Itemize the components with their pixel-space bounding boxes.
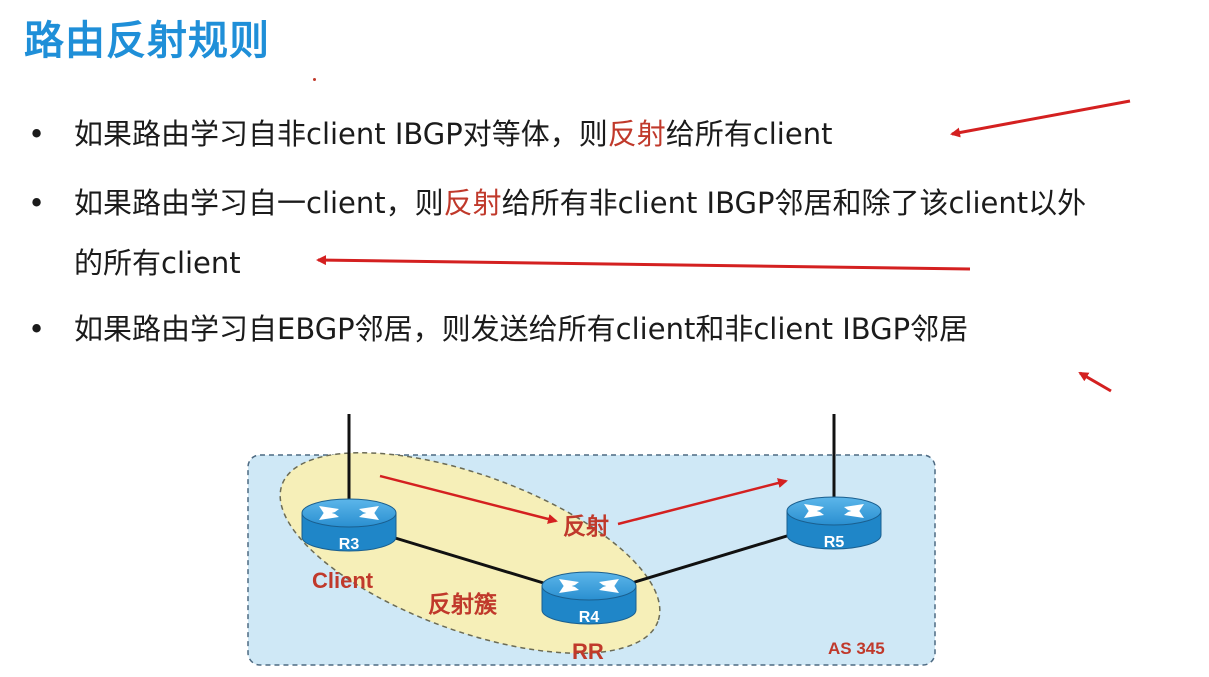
reflect-arrow-out bbox=[617, 478, 788, 526]
bullet-text: 如果路由学习自一client，则反射给所有非client IBGP邻居和除了该c… bbox=[74, 173, 1086, 293]
as-label: AS 345 bbox=[828, 639, 885, 658]
page-title: 路由反射规则 bbox=[24, 18, 270, 64]
router-label-r5: R5 bbox=[824, 534, 845, 551]
annotation-arrow-1 bbox=[950, 99, 1131, 138]
bullet-marker: • bbox=[28, 117, 46, 151]
annotation-arrow-3 bbox=[1078, 371, 1112, 393]
bullet-marker: • bbox=[28, 186, 46, 220]
bullet-text-post: 给所有非client IBGP邻居和除了该client以外 bbox=[501, 186, 1087, 220]
router-arrows-icon bbox=[804, 504, 864, 518]
bullet-text-post: 给所有client bbox=[665, 117, 833, 151]
bullet-text: 如果路由学习自EBGP邻居，则发送给所有client和非client IBGP邻… bbox=[74, 312, 969, 346]
client-label: Client bbox=[312, 568, 374, 593]
cluster-label: 反射簇 bbox=[428, 591, 498, 618]
bullet-highlight: 反射 bbox=[443, 186, 502, 220]
bullet-marker: • bbox=[28, 312, 46, 346]
router-r4: R4 bbox=[541, 571, 637, 626]
router-label-r3: R3 bbox=[339, 536, 360, 553]
rr-label: RR bbox=[572, 639, 604, 664]
router-r3: R3 bbox=[301, 498, 397, 553]
router-r5: R5 bbox=[786, 496, 882, 551]
reflect-arrow-in bbox=[379, 474, 558, 524]
router-label-r4: R4 bbox=[579, 609, 600, 626]
link-r4-r5 bbox=[624, 530, 801, 587]
router-arrows-icon bbox=[559, 579, 619, 593]
decor-dot bbox=[313, 78, 316, 81]
link-r3-r4 bbox=[381, 532, 561, 590]
bullet-text-pre: 如果路由学习自一client，则 bbox=[74, 186, 444, 220]
reflect-label: 反射 bbox=[563, 513, 609, 540]
annotation-arrow-2 bbox=[316, 255, 971, 271]
bullet-text-pre: 如果路由学习自非client IBGP对等体，则 bbox=[74, 117, 608, 151]
bullet-text: 如果路由学习自非client IBGP对等体，则反射给所有client bbox=[74, 104, 832, 164]
bullet-highlight: 反射 bbox=[607, 117, 666, 151]
bullet-text-line2: 的所有client bbox=[74, 246, 241, 280]
router-arrows-icon bbox=[319, 506, 379, 520]
